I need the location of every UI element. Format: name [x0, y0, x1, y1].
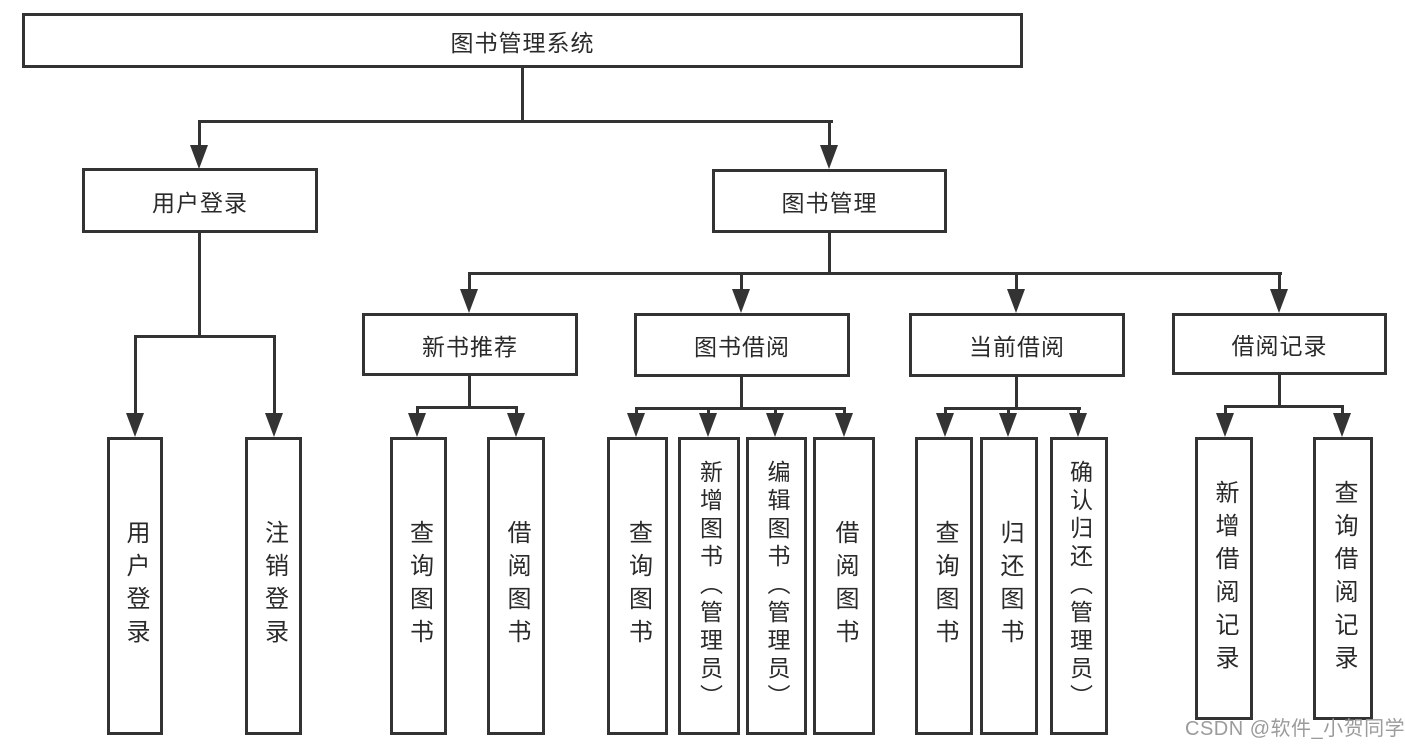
connector: [198, 233, 201, 338]
node-new-book-recommend: 新书推荐: [362, 313, 578, 376]
leaf-label: 借阅图书: [503, 520, 530, 652]
leaf-logout: 注销登录: [245, 437, 302, 735]
node-borrow-records: 借阅记录: [1172, 313, 1387, 375]
leaf-label: 新增图书（管理员）: [696, 460, 723, 712]
leaf-return-books: 归还图书: [980, 437, 1038, 735]
leaf-label: 查询图书: [405, 520, 433, 652]
node-book-management-label: 图书管理: [781, 190, 878, 216]
node-borrow-records-label: 借阅记录: [1231, 333, 1328, 359]
connector: [134, 335, 276, 338]
connector: [416, 406, 518, 409]
connector: [521, 68, 524, 123]
leaf-query-borrow-record: 查询借阅记录: [1313, 437, 1373, 720]
connector: [828, 121, 831, 149]
arrowhead: [627, 413, 645, 437]
connector: [198, 120, 833, 123]
connector: [828, 233, 831, 275]
arrowhead: [1333, 413, 1351, 437]
arrowhead: [835, 413, 853, 437]
node-root: 图书管理系统: [22, 13, 1023, 68]
node-book-borrow-label: 图书借阅: [694, 334, 790, 360]
connector: [1278, 375, 1281, 408]
connector: [468, 376, 471, 409]
connector: [134, 337, 137, 415]
leaf-label: 新增借阅记录: [1211, 479, 1238, 678]
arrowhead: [936, 413, 954, 437]
connector: [515, 408, 518, 417]
connector: [1341, 407, 1344, 417]
node-current-borrow-label: 当前借阅: [969, 334, 1065, 360]
connector: [273, 337, 276, 415]
leaf-user-login: 用户登录: [107, 437, 163, 735]
arrowhead: [1007, 289, 1025, 313]
connector: [468, 274, 471, 292]
leaf-label: 查询图书: [931, 520, 958, 652]
leaf-label: 归还图书: [996, 520, 1023, 652]
arrowhead: [408, 413, 426, 437]
node-root-label: 图书管理系统: [450, 29, 595, 56]
arrowhead: [820, 145, 838, 169]
arrowhead: [732, 289, 750, 313]
connector: [635, 407, 846, 410]
leaf-label: 查询图书: [624, 520, 652, 652]
arrowhead: [999, 413, 1017, 437]
leaf-label: 借阅图书: [831, 520, 858, 652]
leaf-label: 注销登录: [260, 520, 288, 652]
leaf-query-books-recommend: 查询图书: [390, 437, 447, 735]
leaf-label: 用户登录: [122, 520, 149, 652]
arrowhead: [699, 413, 717, 437]
connector: [468, 272, 1282, 275]
connector: [1224, 405, 1344, 408]
leaf-label: 确认归还（管理员）: [1066, 460, 1093, 712]
connector: [1015, 377, 1018, 410]
leaf-add-book-admin: 新增图书（管理员）: [678, 437, 740, 735]
node-book-management: 图书管理: [712, 169, 947, 233]
connector: [1224, 407, 1227, 417]
arrowhead: [460, 289, 478, 313]
connector: [198, 121, 201, 149]
leaf-add-borrow-record: 新增借阅记录: [1195, 437, 1253, 720]
node-current-borrow: 当前借阅: [909, 313, 1125, 377]
arrowhead: [1069, 413, 1087, 437]
connector: [740, 274, 743, 292]
node-user-login: 用户登录: [82, 168, 318, 233]
arrowhead: [190, 145, 208, 169]
arrowhead: [507, 413, 525, 437]
connector: [1015, 274, 1018, 292]
arrowhead: [265, 413, 283, 437]
arrowhead: [1270, 289, 1288, 313]
node-user-login-label: 用户登录: [152, 189, 248, 216]
node-new-book-recommend-label: 新书推荐: [422, 333, 518, 360]
csdn-watermark: CSDN @软件_小贺同学: [1185, 718, 1405, 740]
node-book-borrow: 图书借阅: [634, 313, 850, 377]
leaf-edit-book-admin: 编辑图书（管理员）: [746, 437, 807, 735]
leaf-label: 查询借阅记录: [1330, 479, 1357, 678]
connector: [944, 407, 1081, 410]
leaf-borrow-books: 借阅图书: [813, 437, 875, 735]
leaf-borrow-books-recommend: 借阅图书: [487, 437, 545, 735]
leaf-label: 编辑图书（管理员）: [764, 460, 790, 712]
leaf-query-books-current: 查询图书: [915, 437, 973, 735]
arrowhead: [766, 413, 784, 437]
leaf-query-books-borrow: 查询图书: [607, 437, 668, 735]
leaf-confirm-return-admin: 确认归还（管理员）: [1050, 437, 1108, 735]
arrowhead: [126, 413, 144, 437]
connector: [416, 408, 419, 417]
connector: [740, 377, 743, 410]
arrowhead: [1216, 413, 1234, 437]
connector: [1278, 274, 1281, 292]
